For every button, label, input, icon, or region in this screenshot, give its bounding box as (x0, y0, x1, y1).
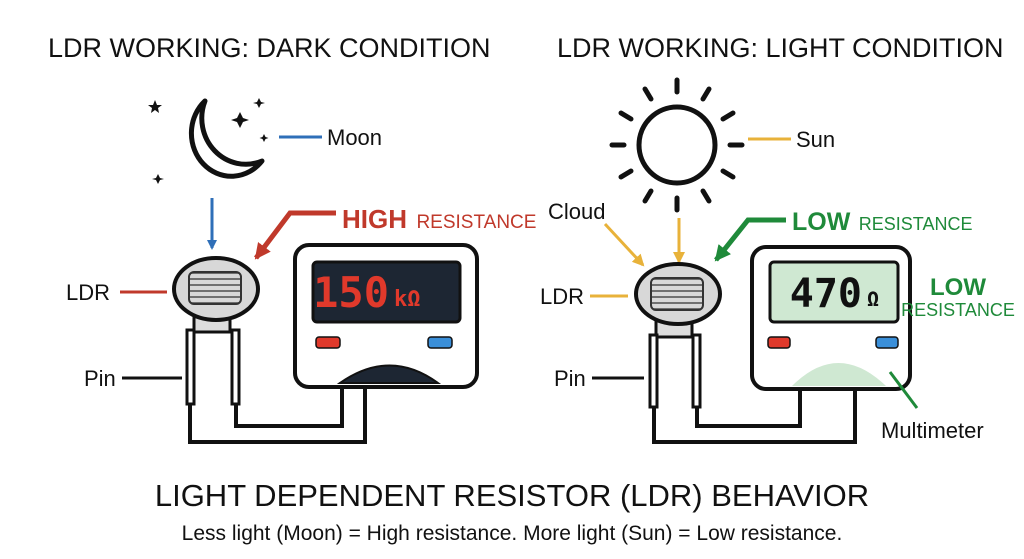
red-button (315, 336, 341, 349)
resistance-reading-unit: kΩ (394, 287, 421, 312)
sun-icon (609, 77, 745, 213)
moon-label: Moon (327, 125, 382, 150)
cloud-label: Cloud (548, 199, 605, 224)
multimeter-dial (792, 363, 886, 386)
multimeter-dial (336, 364, 442, 384)
multimeter: 150 kΩ (293, 243, 479, 389)
multimeter-display (311, 260, 462, 324)
ldr-label: LDR (540, 284, 584, 309)
side-low-label: LOW (930, 274, 986, 301)
footer-subtitle: Less light (Moon) = High resistance. Mor… (182, 522, 843, 545)
high-resistance-arrow (254, 210, 336, 260)
side-resistance-label: RESISTANCE (901, 300, 1015, 320)
blue-button (875, 336, 899, 349)
pin-label: Pin (84, 366, 116, 391)
multimeter-label: Multimeter (881, 418, 984, 443)
sun-label: Sun (796, 127, 835, 152)
high-resistance-label: HIGH RESISTANCE (342, 204, 536, 234)
red-button (767, 336, 791, 349)
circuit-wire (652, 388, 857, 444)
moon-icon (188, 98, 265, 179)
resistance-word-text: RESISTANCE (416, 212, 536, 233)
ldr-label: LDR (66, 280, 110, 305)
ldr-component (634, 262, 722, 409)
circuit-wire (188, 383, 367, 444)
footer-title: LIGHT DEPENDENT RESISTOR (LDR) BEHAVIOR (155, 478, 869, 513)
resistance-word-text: RESISTANCE (859, 214, 973, 234)
cloud-arrow (603, 222, 645, 267)
low-resistance-arrow (714, 217, 786, 262)
multimeter-label-line (888, 371, 919, 409)
resistance-reading-unit: Ω (867, 287, 879, 311)
multimeter: 470 Ω (750, 245, 912, 391)
blue-button (427, 336, 453, 349)
pin-label: Pin (554, 366, 586, 391)
resistance-reading-value: 470 (790, 271, 862, 317)
ldr-component (172, 256, 260, 406)
star-icon (148, 98, 269, 184)
resistance-reading-value: 150 (313, 268, 389, 317)
light-panel-title: LDR WORKING: LIGHT CONDITION (557, 33, 1004, 63)
low-resistance-label: LOW RESISTANCE (792, 208, 972, 236)
resistance-strong-text: LOW (792, 208, 851, 236)
resistance-strong-text: HIGH (342, 204, 407, 234)
dark-panel-title: LDR WORKING: DARK CONDITION (48, 33, 491, 63)
multimeter-display (768, 260, 900, 324)
